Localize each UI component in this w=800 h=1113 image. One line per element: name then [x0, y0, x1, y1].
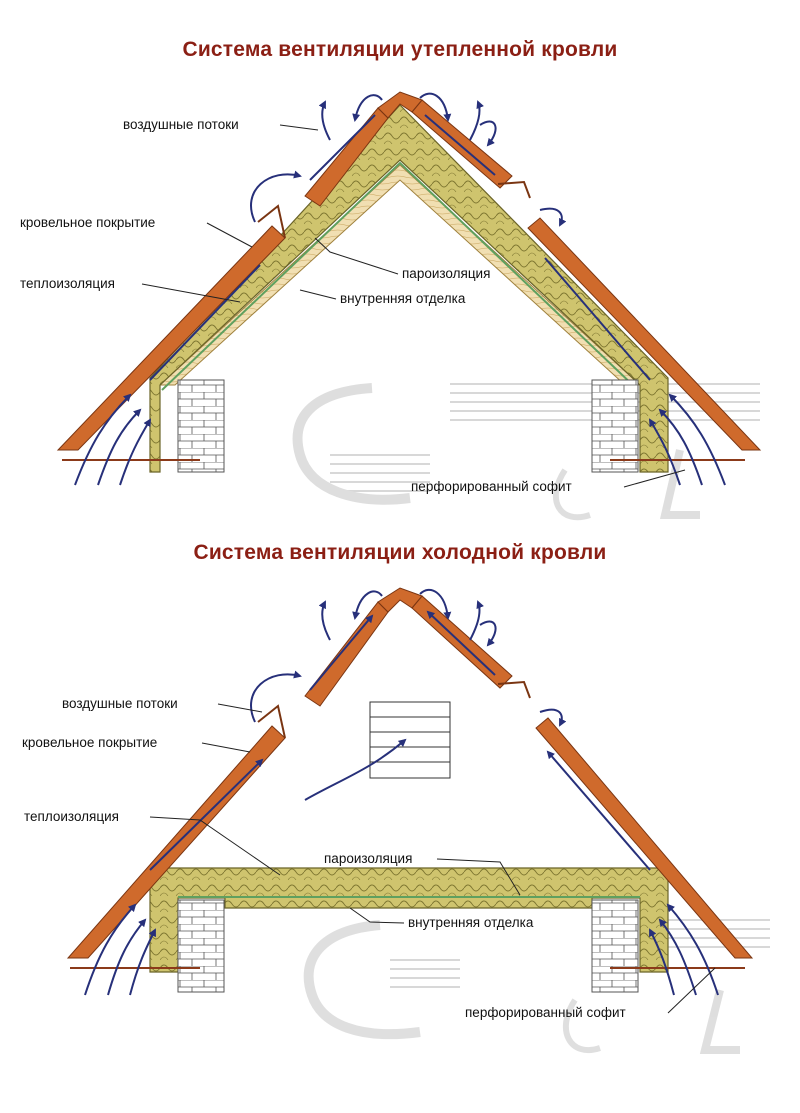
label-interior-finish-warm: внутренняя отделка — [340, 291, 466, 306]
vent-cap-right — [497, 180, 531, 199]
brick-wall-right — [591, 379, 639, 473]
ridge-cap-cold — [377, 587, 423, 613]
insulation-layer — [149, 104, 669, 473]
watermark-lines-bottom — [390, 919, 770, 988]
vent-cap-right-cold — [497, 680, 531, 699]
vapor-barrier-line — [161, 161, 639, 391]
brick-wall-left — [177, 379, 225, 473]
watermark-logo — [292, 383, 770, 1054]
roof-covering-right — [411, 99, 762, 451]
air-flow-arrows-warm — [74, 92, 726, 486]
vent-cap-left — [257, 204, 286, 239]
diagram-title-warm-roof: Система вентиляции утепленной кровли — [182, 38, 618, 61]
label-air-flows-warm: воздушные потоки — [123, 117, 239, 132]
cold-roof-diagram: воздушные потоки кровельное покрытие теп… — [22, 587, 754, 1020]
label-perforated-soffit-cold: перфорированный софит — [465, 1005, 626, 1020]
label-vapor-barrier-cold: пароизоляция — [324, 851, 412, 866]
diagram-title-cold-roof: Система вентиляции холодной кровли — [193, 541, 607, 564]
label-perforated-soffit-warm: перфорированный софит — [411, 479, 572, 494]
roof-covering-right-cold — [411, 595, 754, 959]
label-insulation-warm: теплоизоляция — [20, 276, 115, 291]
brick-wall-left-cold — [177, 899, 225, 993]
label-roof-covering-warm: кровельное покрытие — [20, 215, 155, 230]
label-interior-finish-cold: внутренняя отделка — [408, 915, 534, 930]
label-insulation-cold: теплоизоляция — [24, 809, 119, 824]
warm-roof-diagram: воздушные потоки кровельное покрытие теп… — [20, 91, 762, 494]
label-vapor-barrier-warm: пароизоляция — [402, 266, 490, 281]
vent-cap-left-cold — [257, 704, 286, 739]
ridge-cap — [377, 91, 423, 119]
label-roof-covering-cold: кровельное покрытие — [22, 735, 157, 750]
air-flow-arrows-cold — [84, 588, 719, 996]
gable-vent-louver — [369, 701, 451, 779]
brick-wall-right-cold — [591, 899, 639, 993]
label-air-flows-cold: воздушные потоки — [62, 696, 178, 711]
